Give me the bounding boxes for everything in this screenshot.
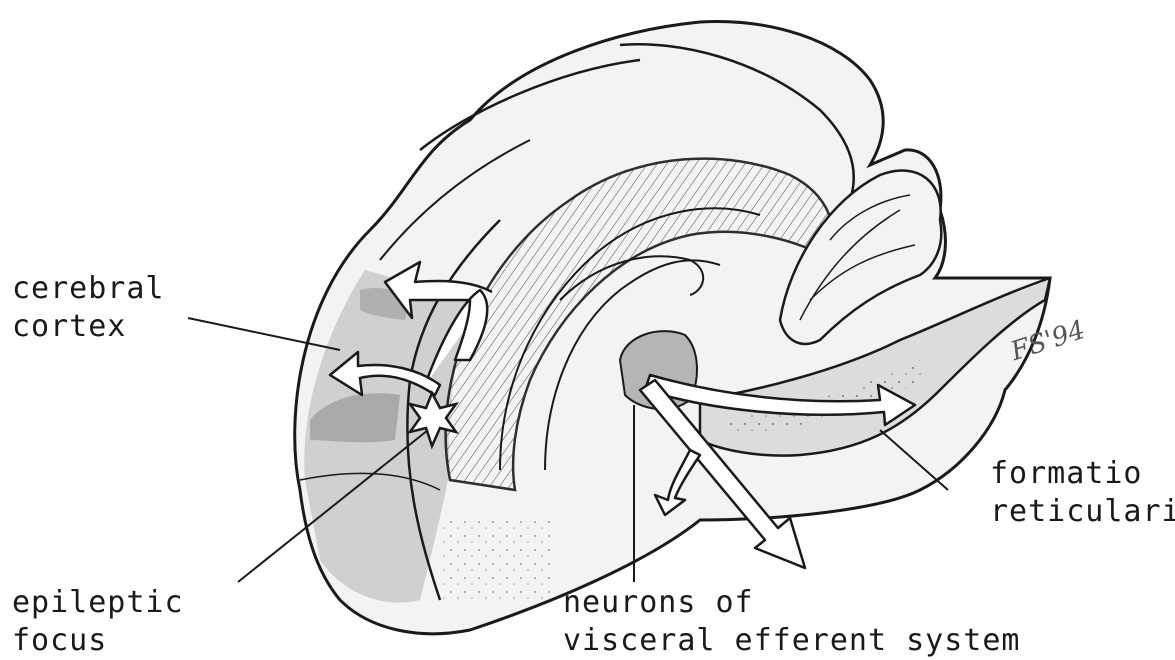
- label-formatio-line-2: reticularis: [990, 493, 1175, 531]
- label-neurons-visceral: neurons of visceral efferent system: [563, 584, 1020, 660]
- label-neurons-line-2: visceral efferent system: [563, 622, 1020, 660]
- label-epileptic-focus-line-1: epileptic: [12, 584, 184, 622]
- label-neurons-line-1: neurons of: [563, 584, 1020, 622]
- label-cerebral-cortex-line-2: cortex: [12, 308, 165, 346]
- label-cerebral-cortex-line-1: cerebral: [12, 270, 165, 308]
- label-cerebral-cortex: cerebral cortex: [12, 270, 165, 346]
- cortex-stipple: [440, 520, 550, 600]
- label-formatio-line-1: formatio: [990, 455, 1175, 493]
- label-formatio-reticularis: formatio reticularis: [990, 455, 1175, 531]
- label-epileptic-focus: epileptic focus: [12, 584, 184, 660]
- label-epileptic-focus-line-2: focus: [12, 622, 184, 660]
